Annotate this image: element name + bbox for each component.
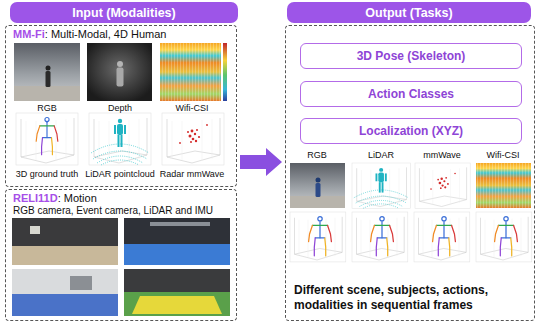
header-title: Input (Modalities) [72,6,175,20]
illustration-part [89,113,151,165]
task-box: Localization (XYZ) [300,118,522,144]
illustration-part [91,119,149,165]
illustration-part [160,43,221,101]
image-caption: mmWave [423,151,461,161]
task-label: Action Classes [368,87,454,101]
image-caption: LiDAR [368,151,394,161]
illustration-part [46,66,51,71]
illustration-part [12,294,118,316]
reli11d-photos [12,218,230,316]
image-caption: RGB [37,104,57,114]
task-box: 3D Pose (Skeleton) [300,43,522,69]
task-box: Action Classes [300,81,522,107]
image-caption: LiDAR pointcloud [85,170,155,180]
image-caption: Wifi-CSI [176,104,209,114]
illustration-part [309,217,332,256]
illustration-part [14,86,80,101]
illustration-part [160,43,221,101]
illustration-part [70,276,92,290]
illustration-part [290,212,346,262]
illustration-part [352,163,410,208]
illustration-part [132,296,222,314]
illustration-part [223,43,227,101]
panel-note: Different scene, subjects, actions, moda… [294,283,526,313]
illustration-part [179,124,208,144]
illustration-part [290,163,345,208]
illustration-part [433,217,456,256]
dataset-name: MM-Fi [13,28,45,40]
illustration-part [354,168,409,208]
illustration-part [316,178,321,183]
header-title: Output (Tasks) [365,6,452,20]
illustration-part [476,212,532,262]
dataset-name: RELI11D [13,192,58,204]
header-band: Input (Modalities) [10,2,238,23]
text-line: RGB camera, Event camera, LiDAR and IMU [13,205,232,216]
image-caption: Depth [108,104,132,114]
illustration-part [371,217,394,256]
task-label: Localization (XYZ) [359,124,463,138]
text-line: MM-Fi: Multi-Modal, 4D Human [13,28,232,40]
panel-note-text: Different scene, subjects, actions, moda… [294,283,526,313]
illustration-part [124,244,230,265]
illustration-part [124,218,230,265]
illustration-part [430,173,456,190]
mmfi-plots [16,113,224,165]
task-label: 3D Pose (Skeleton) [357,49,466,63]
image-caption: Wifi-CSI [487,151,520,161]
illustration-part [415,163,470,208]
illustration-part [150,222,210,226]
illustration-part [162,113,224,165]
illustration-part [14,43,80,101]
illustration-part [30,226,40,234]
illustration-part [117,61,123,67]
output-skeletons [290,212,532,262]
header-band: Output (Tasks) [287,2,531,23]
illustration-part [46,71,51,87]
output-images [290,163,531,208]
image-caption: Radar mmWave [160,170,225,180]
illustration-part [316,183,321,197]
illustration-part [117,68,124,87]
illustration-part [12,269,118,316]
panel-box: Different scene, subjects, actions, moda… [285,25,535,321]
block-arrow [240,148,282,176]
illustration-part [352,212,408,262]
illustration-part [414,212,470,262]
illustration-part [290,196,345,208]
illustration-part [87,43,152,101]
illustration-part [124,292,230,316]
illustration-part [16,113,78,165]
illustration-part [36,118,58,155]
illustration-part [495,217,518,256]
illustration-part [476,163,531,208]
illustration-part [476,163,531,208]
image-caption: RGB [307,151,327,161]
illustration-part [124,269,230,316]
illustration-part [12,246,118,265]
dataset-desc: RGB camera, Event camera, LiDAR and IMU [13,205,213,216]
illustration-part [12,218,118,265]
mmfi-images [14,43,227,101]
section-box: RELI11D: MotionRGB camera, Event camera,… [5,189,237,321]
dataset-desc: : Motion [58,192,97,204]
text-line: RELI11D: Motion [13,192,232,204]
dataset-desc: : Multi-Modal, 4D Human [45,28,167,40]
image-caption: 3D ground truth [16,170,79,180]
